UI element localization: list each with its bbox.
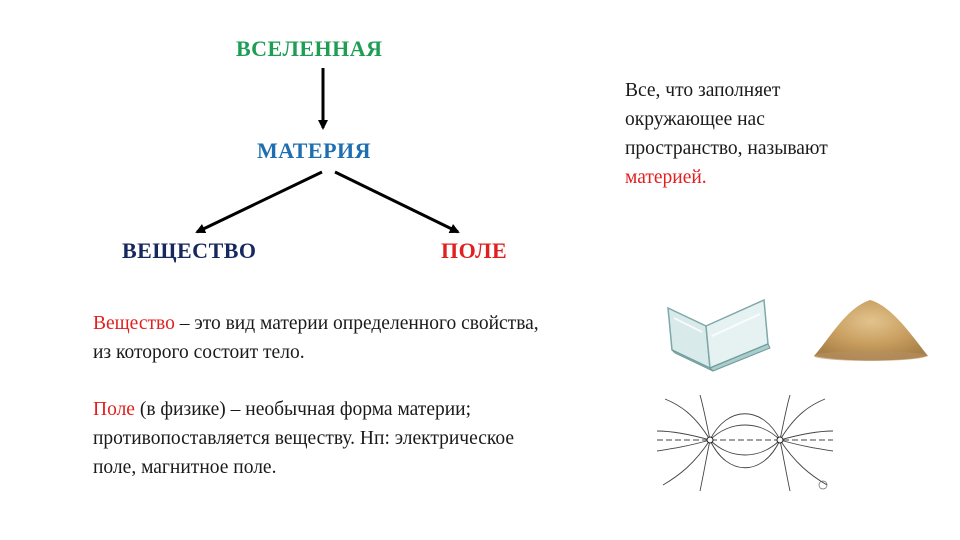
field-line: поле, магнитное поле. xyxy=(93,457,277,478)
field-definition: Поле (в физике) – необычная форма матери… xyxy=(93,395,653,482)
field-lines-image xyxy=(656,395,834,492)
definition-line: окружающее нас xyxy=(625,109,765,130)
substance-line: из которого состоит тело. xyxy=(93,342,305,363)
field-line: противопоставляется веществу. Нп: электр… xyxy=(93,428,515,449)
field-line-rest: (в физике) – необычная форма материи; xyxy=(134,399,472,420)
field-term: Поле xyxy=(93,399,135,420)
arrow-matter-to-field xyxy=(334,170,460,234)
substance-line-rest: – это вид материи определенного свойства… xyxy=(174,313,539,334)
matter-definition: Все, что заполняет окружающее нас простр… xyxy=(625,76,915,192)
definition-highlight: материей. xyxy=(625,167,707,188)
substance-definition: Вещество – это вид материи определенного… xyxy=(93,309,653,367)
substance-line: Вещество – это вид материи определенного… xyxy=(93,309,653,338)
glass-plates-image xyxy=(667,298,771,372)
substance-term: Вещество xyxy=(93,313,175,334)
field-line: Поле (в физике) – необычная форма матери… xyxy=(93,395,653,424)
node-matter: МАТЕРИЯ xyxy=(257,138,372,163)
node-substance: ВЕЩЕСТВО xyxy=(122,238,257,263)
arrow-matter-to-substance xyxy=(195,170,323,234)
node-field: ПОЛЕ xyxy=(441,238,508,263)
definition-line: пространство, называют xyxy=(625,138,828,159)
sand-pile-image xyxy=(814,300,928,361)
node-universe: ВСЕЛЕННАЯ xyxy=(236,36,383,61)
definition-line: Все, что заполняет xyxy=(625,80,781,101)
